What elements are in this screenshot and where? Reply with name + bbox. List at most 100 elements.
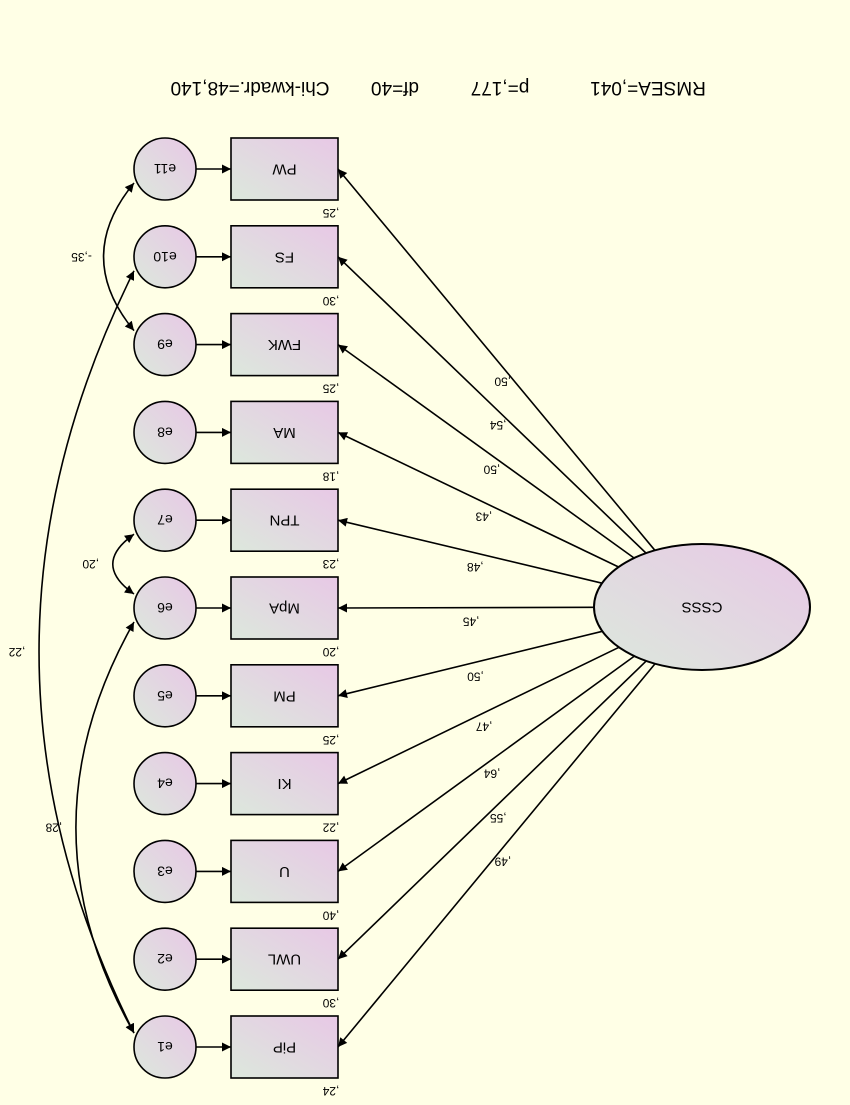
loading-path-mpa: [337, 603, 595, 613]
error-label: e6: [157, 600, 173, 616]
indicator-box[interactable]: [230, 927, 339, 992]
indicator-pip[interactable]: PiP: [230, 1015, 339, 1079]
error-term-e6[interactable]: e6: [133, 576, 197, 640]
loading-fwk: ,50: [483, 463, 500, 477]
indicator-box[interactable]: [230, 1015, 339, 1079]
indicator-u[interactable]: U: [230, 839, 339, 904]
fit-statistics: Chi-kwadr.=48,140 df=40 p=,177 RMSEA=,04…: [171, 77, 706, 98]
error-term-e1[interactable]: e1: [133, 1015, 197, 1079]
indicator-label: MA: [273, 424, 296, 441]
indicator-label: KI: [277, 775, 291, 792]
latent-ellipse[interactable]: [593, 543, 811, 671]
loading-uwl: ,55: [490, 811, 507, 825]
indicator-label: PM: [273, 687, 296, 704]
error-circle[interactable]: [133, 488, 197, 553]
indicator-box[interactable]: [230, 663, 339, 728]
loading-path-pip: [337, 663, 656, 1048]
error-label: e8: [157, 424, 173, 440]
error-term-e7[interactable]: e7: [133, 488, 197, 553]
loading-ki: ,47: [475, 720, 492, 734]
covariance-value: ,20: [82, 557, 99, 571]
loading-path-ki: [337, 646, 620, 785]
indicator-box[interactable]: [230, 751, 339, 816]
error-circle[interactable]: [133, 576, 197, 640]
error-term-e4[interactable]: e4: [133, 751, 197, 816]
indicator-uwl[interactable]: UWL: [230, 927, 339, 992]
error-term-e9[interactable]: e9: [133, 312, 197, 377]
loading-path-fs: [337, 256, 647, 554]
r-squared-tpn: ,23: [322, 557, 339, 571]
error-term-e2[interactable]: e2: [133, 927, 197, 992]
loading-pm: ,50: [467, 669, 484, 683]
r-squared-pm: ,25: [322, 733, 339, 747]
fit-chi-square: Chi-kwadr.=48,140: [171, 77, 330, 98]
loading-path-uwl: [337, 660, 647, 960]
error-label: e7: [157, 512, 173, 528]
latent-csss[interactable]: CSSS: [593, 543, 811, 671]
loading-pip: ,49: [494, 855, 511, 869]
error-label: e4: [157, 776, 173, 792]
error-circle[interactable]: [133, 663, 197, 728]
error-circle[interactable]: [133, 927, 197, 992]
indicator-pw[interactable]: PW: [230, 137, 339, 201]
covariance-arc-e11-e9: [102, 182, 135, 332]
covariance-arc-e10-e1: [38, 270, 135, 1034]
r-squared-pip: ,24: [322, 1084, 339, 1098]
indicator-box[interactable]: [230, 488, 339, 553]
indicator-box[interactable]: [230, 137, 339, 201]
error-circle[interactable]: [133, 224, 197, 289]
error-label: e5: [157, 688, 173, 704]
r-squared-ki: ,22: [322, 821, 339, 835]
indicator-label: MpA: [269, 600, 300, 617]
indicator-label: TPN: [270, 512, 300, 529]
error-term-e10[interactable]: e10: [133, 224, 197, 289]
loading-fs: ,54: [489, 418, 506, 432]
indicator-box[interactable]: [230, 312, 339, 377]
loading-path-ma: [337, 431, 619, 568]
loading-u: ,64: [483, 766, 500, 780]
error-term-e5[interactable]: e5: [133, 663, 197, 728]
r-squared-fs: ,30: [322, 294, 339, 308]
indicator-label: PW: [272, 161, 297, 178]
indicator-box[interactable]: [230, 225, 339, 289]
indicator-ma[interactable]: MA: [230, 400, 339, 465]
indicator-tpn[interactable]: TPN: [230, 488, 339, 553]
error-circle[interactable]: [133, 312, 197, 377]
fit-rmsea: RMSEA=,041: [590, 77, 706, 98]
error-term-e8[interactable]: e8: [133, 400, 197, 465]
r-squared-fwk: ,25: [322, 382, 339, 396]
r-squared-ma: ,18: [322, 469, 339, 483]
error-circle[interactable]: [133, 1015, 197, 1079]
covariance-value: -,35: [71, 250, 92, 264]
error-circle[interactable]: [133, 751, 197, 816]
indicator-box[interactable]: [230, 839, 339, 904]
error-label: e11: [154, 161, 177, 177]
loading-path-tpn: [337, 517, 603, 584]
indicator-label: FWK: [268, 336, 301, 353]
indicator-box[interactable]: [230, 576, 339, 640]
loading-ma: ,43: [475, 509, 492, 523]
error-circle[interactable]: [133, 400, 197, 465]
indicator-label: FS: [275, 248, 294, 265]
covariance-layer: -,35,22,20,28: [8, 182, 135, 1034]
loading-pw: ,50: [494, 374, 511, 388]
error-circle[interactable]: [133, 137, 197, 201]
indicator-mpa[interactable]: MpA: [230, 576, 339, 640]
r-squared-pw: ,25: [322, 206, 339, 220]
covariance-arc-e6-e1: [75, 621, 135, 1034]
loading-path-fwk: [337, 343, 635, 559]
error-label: e10: [153, 249, 177, 265]
loading-tpn: ,48: [467, 560, 484, 574]
error-term-e3[interactable]: e3: [133, 839, 197, 904]
error-term-e11[interactable]: e11: [133, 137, 197, 201]
error-circle[interactable]: [133, 839, 197, 904]
indicator-fs[interactable]: FS: [230, 225, 339, 289]
loading-mpa: ,45: [462, 615, 479, 629]
indicator-pm[interactable]: PM: [230, 663, 339, 728]
indicator-ki[interactable]: KI: [230, 751, 339, 816]
error-label: e1: [157, 1039, 173, 1055]
indicator-box[interactable]: [230, 400, 339, 465]
indicator-fwk[interactable]: FWK: [230, 312, 339, 377]
